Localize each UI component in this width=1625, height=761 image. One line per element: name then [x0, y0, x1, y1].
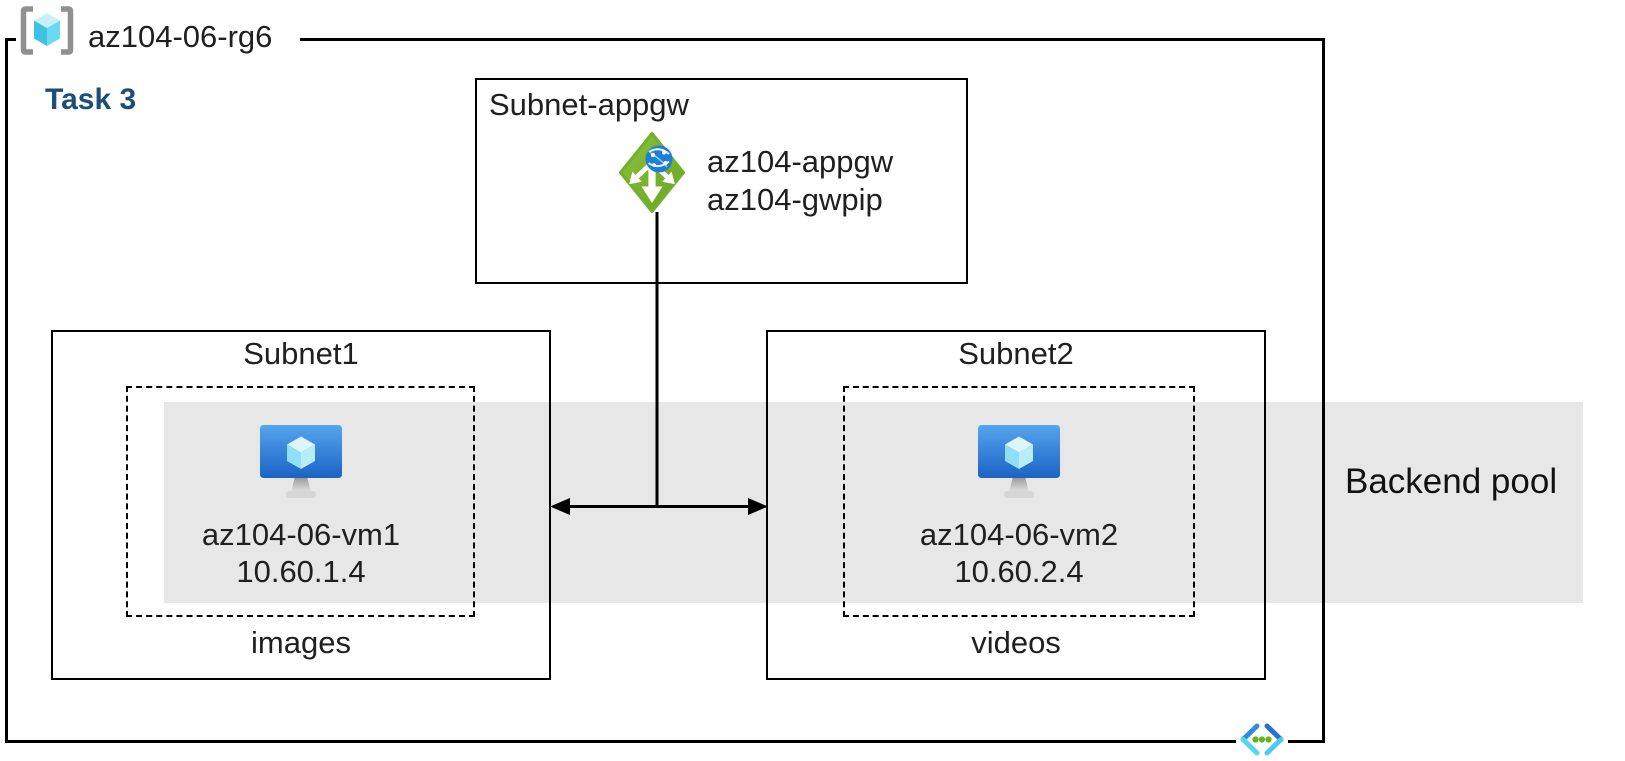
- vm2-name: az104-06-vm2: [919, 517, 1119, 552]
- application-gateway-icon: [619, 132, 685, 213]
- backend-pool-label: Backend pool: [1345, 462, 1558, 501]
- subnet2-title: Subnet2: [958, 336, 1074, 371]
- application-gateway-name: az104-appgw: [707, 144, 894, 179]
- subnet1-caption: images: [251, 625, 351, 660]
- task-label: Task 3: [45, 83, 137, 116]
- rg-border-mask: [22, 31, 300, 46]
- subnet2-caption: videos: [971, 625, 1061, 660]
- vm2-ip: 10.60.2.4: [954, 554, 1084, 589]
- subnet-appgw-title: Subnet-appgw: [489, 87, 689, 122]
- vm1-ip: 10.60.1.4: [236, 554, 366, 589]
- vm2-virtual-machine-icon: [978, 425, 1060, 498]
- subnet-appgw-box: [475, 78, 968, 284]
- subnet1-title: Subnet1: [243, 336, 359, 371]
- vm1-backend-area: [126, 386, 475, 617]
- resource-group-box: [5, 38, 1325, 743]
- subnet1-box: [51, 330, 551, 680]
- vm1-virtual-machine-icon: [260, 425, 342, 498]
- gateway-public-ip-name: az104-gwpip: [707, 182, 883, 217]
- backend-pool-band: [164, 402, 1583, 603]
- virtual-network-icon: [1236, 719, 1288, 759]
- vm2-backend-area: [843, 386, 1195, 617]
- subnet2-box: [766, 330, 1266, 680]
- resource-group-title: az104-06-rg6: [88, 19, 273, 54]
- resource-group-icon: [16, 4, 78, 57]
- vm1-name: az104-06-vm1: [201, 517, 401, 552]
- connector-arrows: [550, 212, 768, 515]
